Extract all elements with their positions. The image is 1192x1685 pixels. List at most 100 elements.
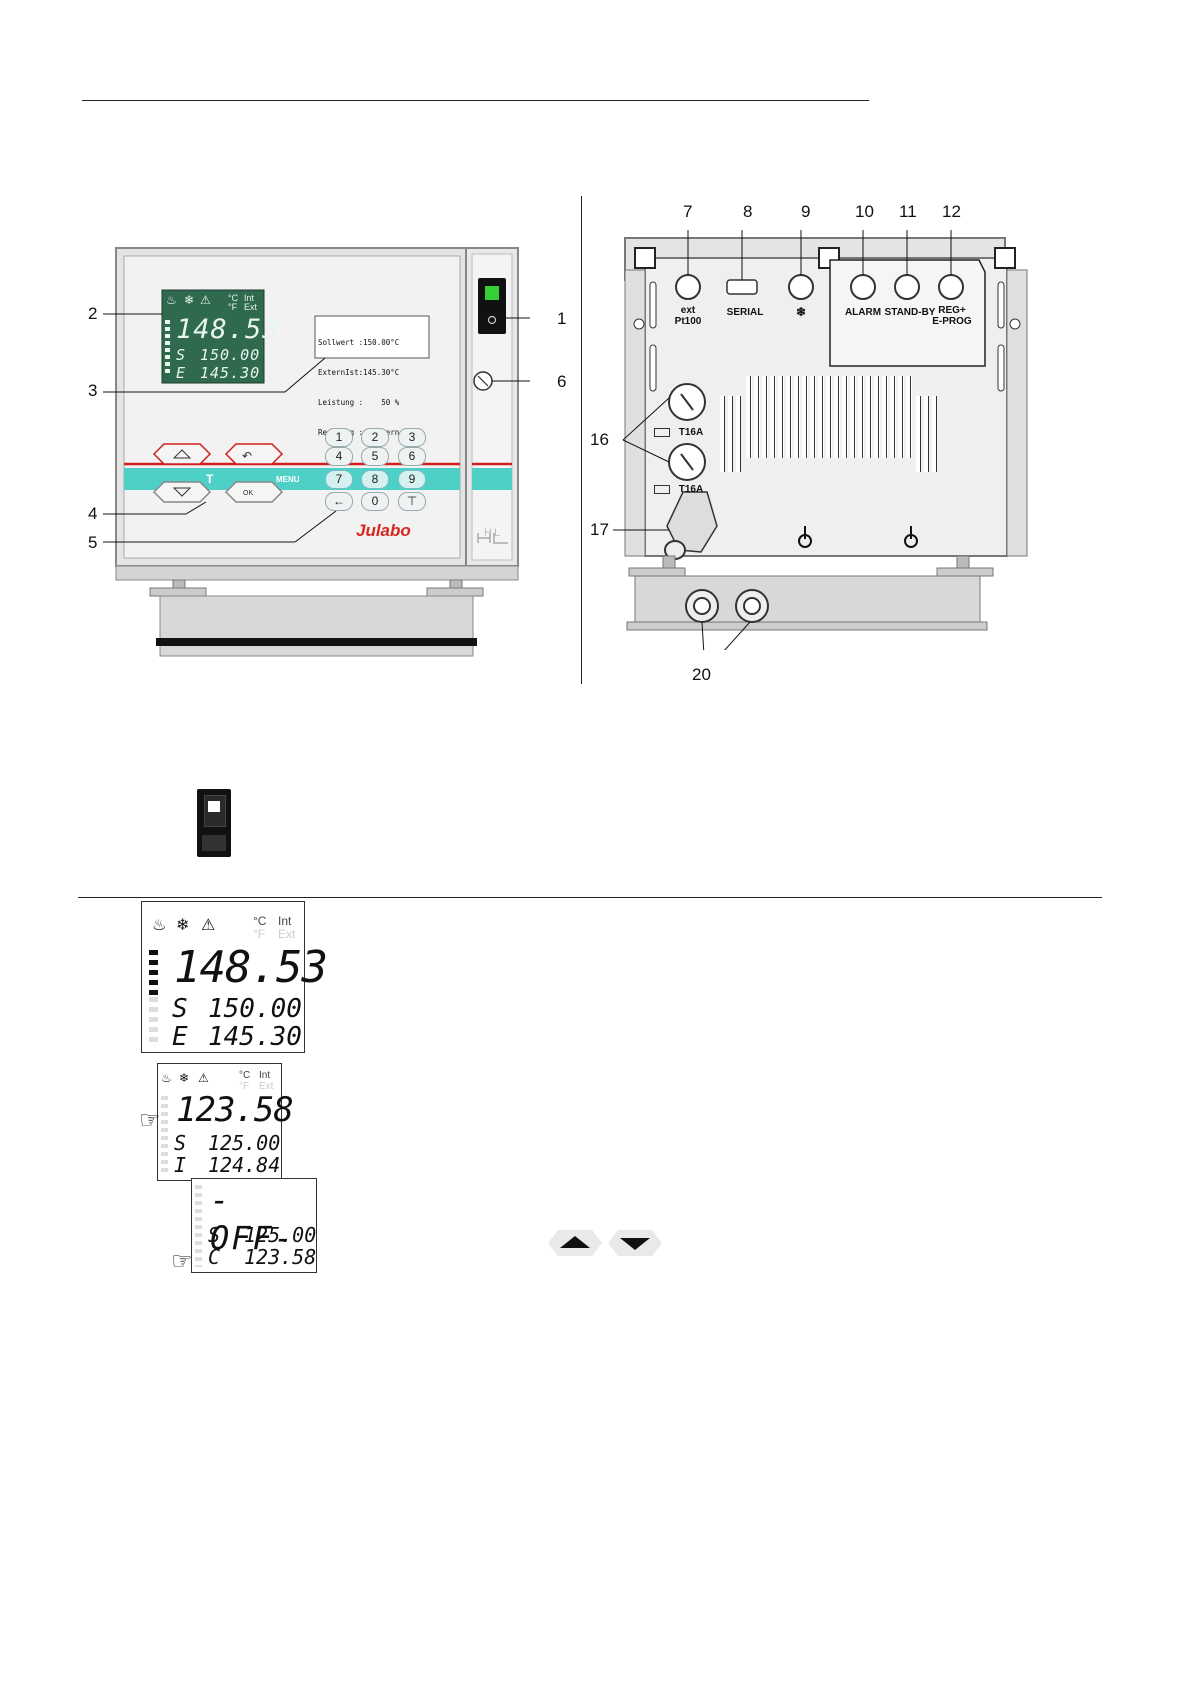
- key-5[interactable]: 5: [361, 447, 389, 466]
- port-serial-label: SERIAL: [726, 307, 764, 318]
- lcd-second-panel: ♨ ❄ ⚠ °C °F Int Ext 123.58 S 125.00 I 12…: [157, 1063, 294, 1181]
- lcd-third-s-value: 125.00: [244, 1223, 317, 1247]
- key-9[interactable]: 9: [398, 470, 426, 489]
- t-label: T: [206, 472, 214, 486]
- int-label: Int: [244, 293, 255, 303]
- front-lcd-e-value: 145.30: [200, 364, 261, 382]
- section-rule: [78, 897, 1102, 898]
- lcd-large-main: 148.53: [174, 942, 328, 993]
- front-lcd-main: 148.53: [176, 314, 280, 345]
- port-cooling-icon: ❄: [795, 305, 807, 319]
- lcd-second-s-value: 125.00: [208, 1131, 281, 1155]
- snowflake-icon: ❄: [184, 293, 195, 307]
- callout-2: 2: [88, 304, 98, 323]
- lcd-second-warning-icon: ⚠: [198, 1071, 209, 1085]
- key-3[interactable]: 3: [398, 428, 426, 447]
- pointing-hand-icon-2: ☞: [171, 1248, 193, 1275]
- text-line-3: Leistung : 50 %: [318, 398, 400, 407]
- lcd-large-panel: ♨ ❄ ⚠ °C °F Int Ext 148.53 S 150.00 E 14…: [141, 901, 328, 1053]
- lcd-third-c-label: C: [208, 1245, 221, 1269]
- callout-12: 12: [942, 202, 961, 221]
- front-view-diagram: [103, 247, 530, 657]
- return-icon: ↶: [242, 449, 253, 463]
- power-switch-standalone: [197, 789, 231, 857]
- lcd-large-unit-f: °F: [253, 927, 266, 941]
- callout-1: 1: [557, 309, 567, 328]
- lcd-second-i-label: I: [174, 1153, 187, 1177]
- lcd-third-s-label: S: [208, 1223, 221, 1247]
- fuse-label-2: T16A: [678, 484, 704, 495]
- callout-8: 8: [743, 202, 753, 221]
- fuse-icon-1: [654, 428, 670, 437]
- fuse-icon-2: [654, 485, 670, 494]
- front-lcd-s-label: S: [176, 346, 187, 364]
- port-pt100-label: ext Pt100: [674, 305, 702, 327]
- callout-17: 17: [590, 520, 609, 539]
- header-rule: [82, 100, 869, 101]
- lcd-large-bar: [149, 950, 158, 997]
- text-line-1: Sollwert :150.00°C: [318, 338, 400, 347]
- lcd-large-snowflake-icon: ❄: [176, 917, 190, 934]
- lcd-large-ext: Ext: [278, 927, 296, 941]
- key-2[interactable]: 2: [361, 428, 389, 447]
- lcd-second-bar: [161, 1096, 168, 1174]
- menu-label: MENU: [276, 475, 300, 484]
- key-4[interactable]: 4: [325, 447, 353, 466]
- ext-label: Ext: [244, 302, 258, 312]
- bar-indicator: [165, 320, 170, 375]
- front-lcd-e-label: E: [176, 364, 187, 382]
- front-lcd-content: ♨ ❄ ⚠ °C °F Int Ext 148.53 S 150.00 E 14…: [162, 290, 279, 383]
- callout-7: 7: [683, 202, 693, 221]
- pointing-hand-icon: ☞: [139, 1107, 161, 1134]
- callout-20: 20: [692, 665, 711, 684]
- front-lcd-s-value: 150.00: [200, 346, 261, 364]
- rear-view-diagram: [613, 230, 1028, 650]
- callout-10: 10: [855, 202, 874, 221]
- down-arrow-icon: [620, 1238, 650, 1250]
- model-label: HL: [484, 527, 503, 539]
- key-7[interactable]: 7: [325, 470, 353, 489]
- lcd-third-panel: -OFF- S 125.00 C 123.58: [191, 1178, 317, 1273]
- lcd-large-s-label: S: [172, 994, 188, 1024]
- lcd-large-e-label: E: [172, 1022, 188, 1052]
- lcd-second-ext: Ext: [259, 1081, 274, 1092]
- lcd-second-main: 123.58: [176, 1090, 294, 1130]
- callout-16: 16: [590, 430, 609, 449]
- rear-vent-right: [916, 396, 938, 472]
- arrow-keys: [548, 1230, 662, 1256]
- lcd-large-int: Int: [278, 914, 292, 928]
- lcd-third-c-value: 123.58: [244, 1245, 317, 1269]
- key-tare-icon[interactable]: ⊤: [398, 492, 426, 511]
- key-6[interactable]: 6: [398, 447, 426, 466]
- callout-9: 9: [801, 202, 811, 221]
- lcd-second-unit-f: °F: [239, 1081, 250, 1092]
- unit-f: °F: [228, 302, 238, 312]
- key-back-arrow[interactable]: ←: [325, 492, 353, 511]
- brand-logo: Julabo: [356, 521, 411, 540]
- port-reg-label: REG+ E-PROG: [932, 305, 972, 327]
- callout-11: 11: [899, 202, 917, 221]
- lcd-third-bar: [195, 1185, 202, 1267]
- lcd-large-unit-c: °C: [253, 914, 267, 928]
- lcd-large-s-value: 150.00: [208, 994, 302, 1024]
- up-arrow-icon: [560, 1236, 590, 1248]
- key-1[interactable]: 1: [325, 428, 353, 447]
- ok-label: OK: [243, 490, 254, 497]
- lcd-second-int: Int: [259, 1070, 271, 1081]
- lcd-large-e-value: 145.30: [208, 1022, 302, 1052]
- port-alarm-label: ALARM: [844, 307, 882, 318]
- text-line-2: ExternIst:145.30°C: [318, 368, 400, 377]
- callout-4: 4: [88, 504, 98, 523]
- port-standby-label: STAND-BY: [884, 307, 936, 318]
- key-0[interactable]: 0: [361, 492, 389, 511]
- rear-vent-left: [720, 396, 742, 472]
- callout-6: 6: [557, 372, 567, 391]
- lcd-second-s-label: S: [174, 1131, 187, 1155]
- view-divider: [581, 196, 582, 684]
- lcd-second-heat-icon: ♨: [161, 1071, 172, 1085]
- key-8[interactable]: 8: [361, 470, 389, 489]
- lcd-large-heat-icon: ♨: [152, 917, 167, 934]
- rear-vent-top: [746, 376, 914, 458]
- lcd-second-unit-c: °C: [239, 1070, 251, 1081]
- callout-5: 5: [88, 533, 98, 552]
